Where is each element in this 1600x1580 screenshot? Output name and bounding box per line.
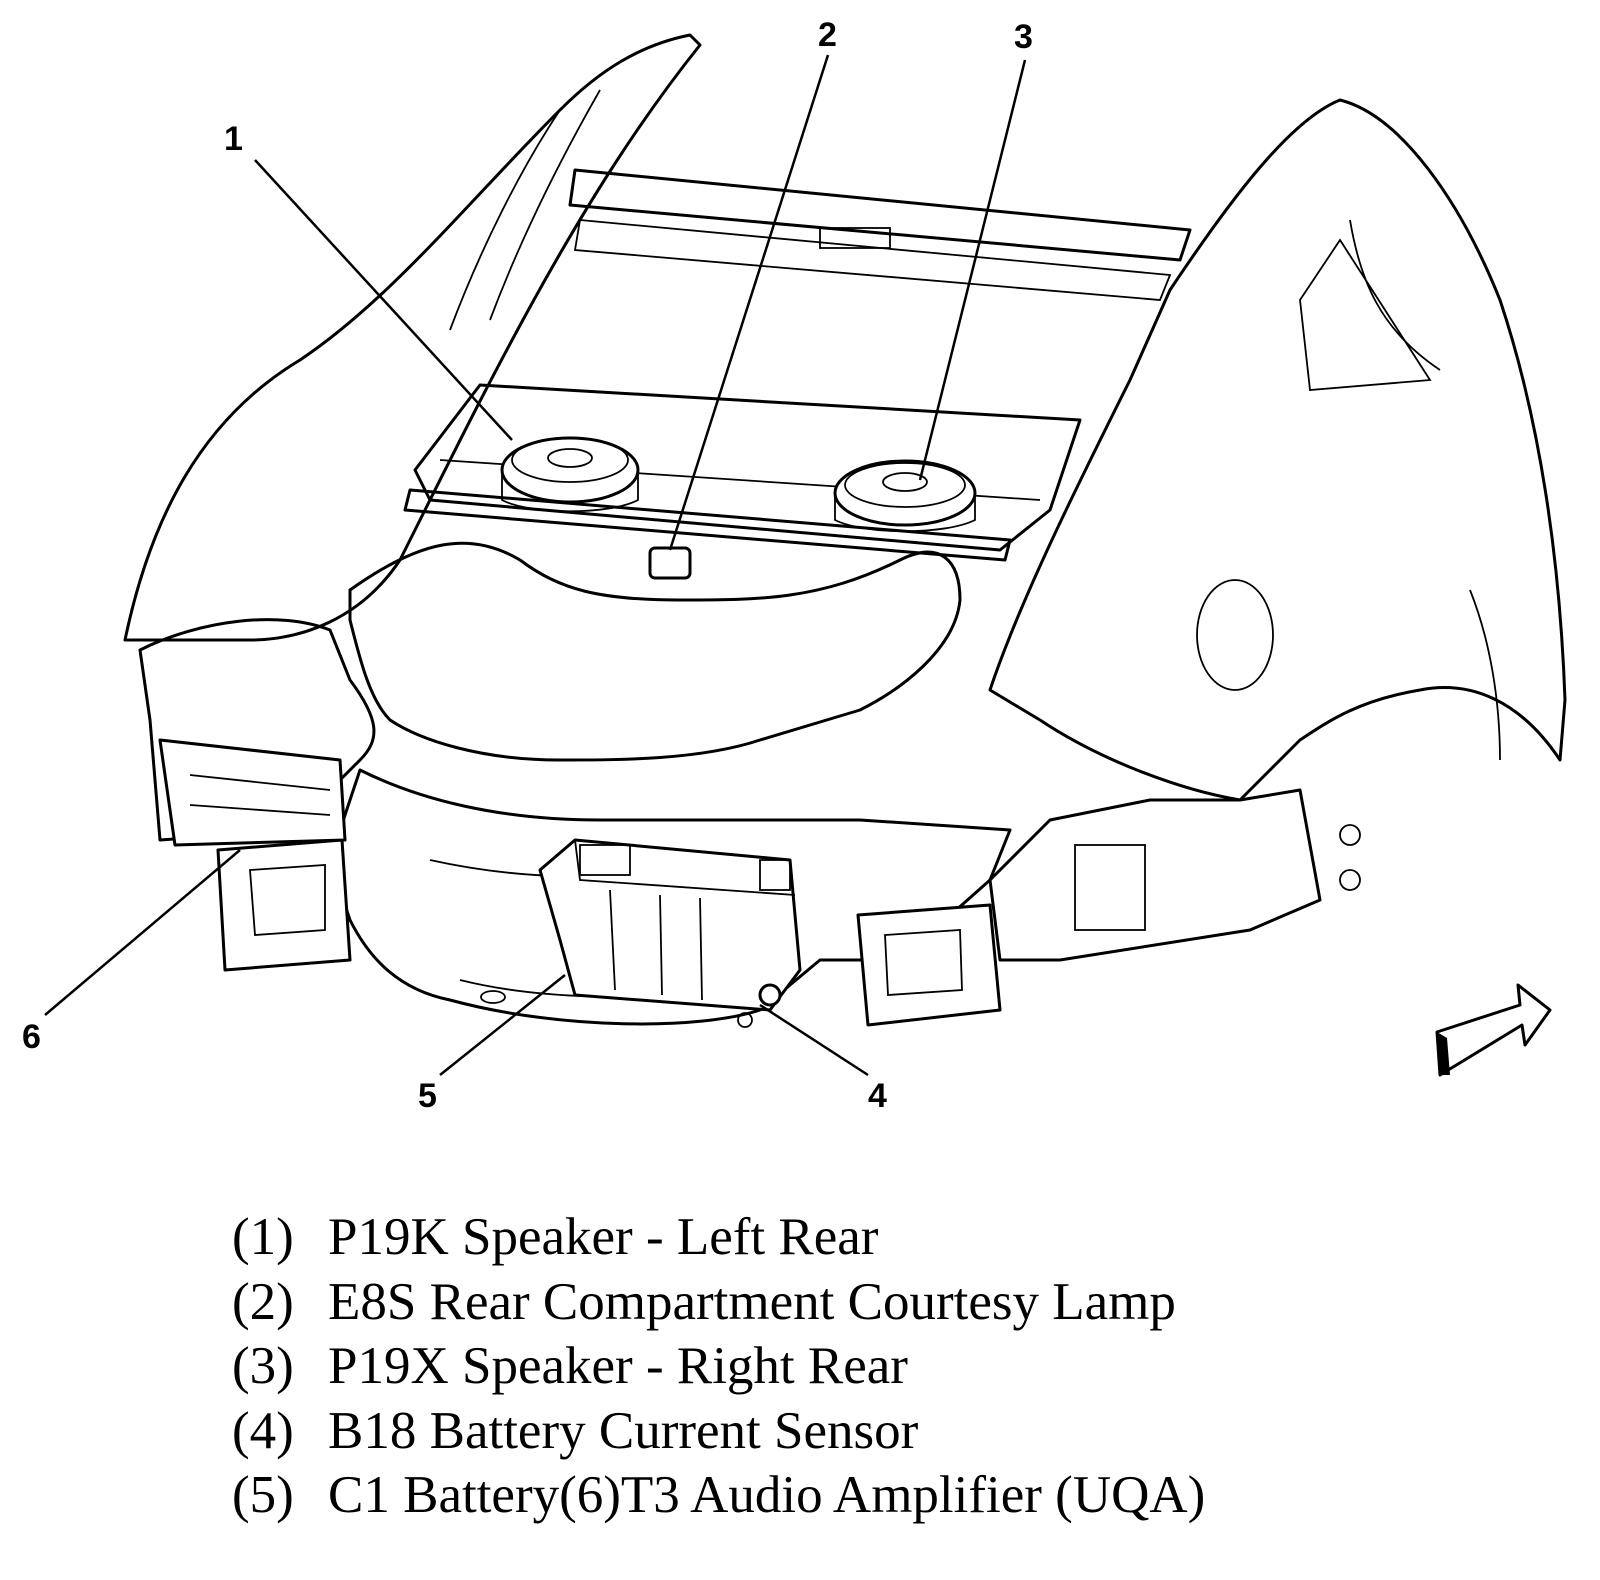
legend-item: (1) P19K Speaker - Left Rear <box>232 1205 1205 1270</box>
callout-3: 3 <box>1014 18 1033 56</box>
right-bumper-bracket <box>856 903 1002 1027</box>
leader-line-1 <box>254 159 513 441</box>
left-bumper-bracket <box>216 838 352 972</box>
battery-current-sensor <box>758 983 782 1007</box>
callout-6: 6 <box>22 1018 41 1056</box>
legend-number: (2) <box>232 1272 294 1331</box>
right-rear-frame <box>988 788 1322 962</box>
fuel-door <box>1196 579 1274 691</box>
parts-legend: (1) P19K Speaker - Left Rear (2) E8S Rear … <box>232 1205 1205 1528</box>
left-pillar-edge <box>449 109 561 331</box>
legend-text: P19X Speaker - Right Rear <box>328 1337 908 1395</box>
legend-item: (2) E8S Rear Compartment Courtesy Lamp <box>232 1270 1205 1335</box>
left-pillar-inner <box>489 89 601 321</box>
legend-number: (3) <box>232 1337 294 1395</box>
legend-text: C1 Battery(6)T3 Audio Amplifier (UQA) <box>328 1466 1206 1524</box>
courtesy-lamp <box>648 546 692 580</box>
legend-number: (4) <box>232 1401 294 1460</box>
leader-line-3 <box>918 59 1027 481</box>
legend-text: P19K Speaker - Left Rear <box>328 1208 879 1266</box>
shelf-lower-bar <box>403 488 1012 562</box>
right-window-opening <box>1299 238 1432 391</box>
legend-text: E8S Rear Compartment Courtesy Lamp <box>328 1272 1176 1331</box>
right-panel-crease <box>1469 589 1501 761</box>
forward-direction-arrow <box>1435 983 1552 1077</box>
left-rear-module <box>158 738 347 847</box>
legend-item: (5) C1 Battery(6)T3 Audio Amplifier (UQA) <box>232 1463 1205 1528</box>
callout-1: 1 <box>224 120 243 158</box>
callout-4: 4 <box>868 1077 887 1115</box>
vehicle-rear-compartment-diagram: 1 2 3 4 5 6 <box>22 16 1567 1115</box>
rear-floor-opening <box>348 541 962 762</box>
right-quarter-panel <box>988 98 1567 802</box>
leader-line-5 <box>439 974 566 1076</box>
left-quarter-panel <box>123 33 702 642</box>
right-window-frame <box>1349 219 1441 371</box>
legend-text: B18 Battery Current Sensor <box>328 1401 919 1460</box>
callout-5: 5 <box>418 1077 437 1115</box>
header-lower-rail <box>573 219 1172 301</box>
right-frame-opening <box>1074 844 1146 931</box>
legend-number: (1) <box>232 1208 294 1266</box>
right-rear-speaker <box>833 459 977 527</box>
callout-2: 2 <box>818 16 837 54</box>
header-bracket <box>819 227 891 249</box>
arrow-shadow <box>1437 1032 1450 1075</box>
leader-line-6 <box>44 849 241 1016</box>
legend-number: (5) <box>232 1466 294 1524</box>
leader-line-2 <box>668 54 830 551</box>
legend-item: (4) B18 Battery Current Sensor <box>232 1399 1205 1464</box>
leader-line-4 <box>759 1003 869 1077</box>
floor-pan <box>328 768 1012 1026</box>
rear-closing-panel <box>138 618 376 842</box>
roof-rear-header <box>568 168 1192 262</box>
legend-item: (3) P19X Speaker - Right Rear <box>232 1334 1205 1399</box>
rear-shelf <box>413 383 1082 552</box>
